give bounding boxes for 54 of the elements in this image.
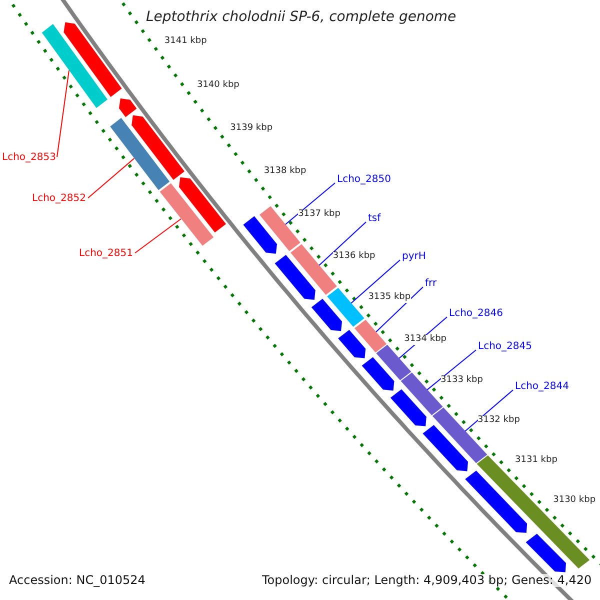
gene-bar bbox=[400, 372, 443, 416]
position-label: 3132 kbp bbox=[478, 416, 520, 426]
gene-block bbox=[132, 115, 184, 180]
position-label: 3138 kbp bbox=[264, 167, 306, 177]
gene-block bbox=[311, 298, 342, 332]
gene-label: Lcho_2852 bbox=[32, 192, 86, 204]
gene-block bbox=[362, 357, 394, 391]
gene-bar bbox=[110, 118, 170, 190]
gene-block bbox=[465, 470, 528, 533]
gene-bar bbox=[42, 24, 108, 108]
leader-line bbox=[134, 218, 182, 254]
gene-block bbox=[119, 98, 137, 118]
gene-block bbox=[179, 177, 226, 232]
gene-block bbox=[338, 330, 366, 358]
gene-block bbox=[274, 254, 316, 300]
map-title: Leptothrix cholodnii SP-6, complete genome bbox=[146, 10, 456, 26]
leader-line bbox=[464, 390, 514, 432]
leader-line bbox=[56, 70, 70, 158]
genome-info-label: Topology: circular; Length: 4,909,403 bp; Genes: 4,420 bbox=[262, 574, 592, 588]
leader-line bbox=[376, 286, 424, 332]
gene-block bbox=[390, 389, 426, 426]
gene-bar bbox=[160, 183, 214, 246]
gene-label: Lcho_2853 bbox=[2, 152, 56, 162]
leader-line bbox=[318, 222, 366, 266]
gene-label: Lcho_2850 bbox=[337, 174, 391, 184]
gene-block bbox=[243, 216, 277, 254]
gene-block bbox=[422, 425, 468, 472]
leader-line bbox=[426, 350, 476, 390]
gene-label: pyrH bbox=[402, 250, 426, 262]
gene-bar bbox=[327, 288, 364, 327]
position-label: 3131 kbp bbox=[515, 456, 558, 466]
leader-line bbox=[350, 260, 400, 304]
leader-line bbox=[285, 182, 336, 225]
gene-label: tsf bbox=[368, 212, 381, 224]
position-label: 3133 kbp bbox=[440, 376, 483, 386]
gene-bar bbox=[354, 320, 387, 352]
gene-bar bbox=[260, 206, 300, 252]
gene-label: Lcho_2845 bbox=[478, 340, 532, 352]
position-label: 3135 kbp bbox=[368, 293, 411, 304]
position-label: 3140 kbp bbox=[196, 80, 240, 91]
position-label: 3137 kbp bbox=[298, 210, 340, 220]
position-label: 3134 kbp bbox=[404, 334, 446, 345]
gene-block bbox=[64, 22, 122, 97]
position-label: 3136 kbp bbox=[332, 252, 376, 262]
position-label: 3139 kbp bbox=[230, 124, 273, 134]
leader-line bbox=[88, 158, 135, 198]
position-label: 3141 kbp bbox=[164, 36, 207, 47]
gene-label: Lcho_2851 bbox=[79, 248, 133, 258]
position-label: 3130 kbp bbox=[553, 496, 596, 506]
gene-label: Lcho_2844 bbox=[515, 380, 569, 392]
gene-label: Lcho_2846 bbox=[449, 308, 503, 318]
gene-bar bbox=[376, 344, 412, 380]
gene-label: frr bbox=[425, 278, 437, 288]
accession-label: Accession: NC_010524 bbox=[9, 574, 146, 588]
